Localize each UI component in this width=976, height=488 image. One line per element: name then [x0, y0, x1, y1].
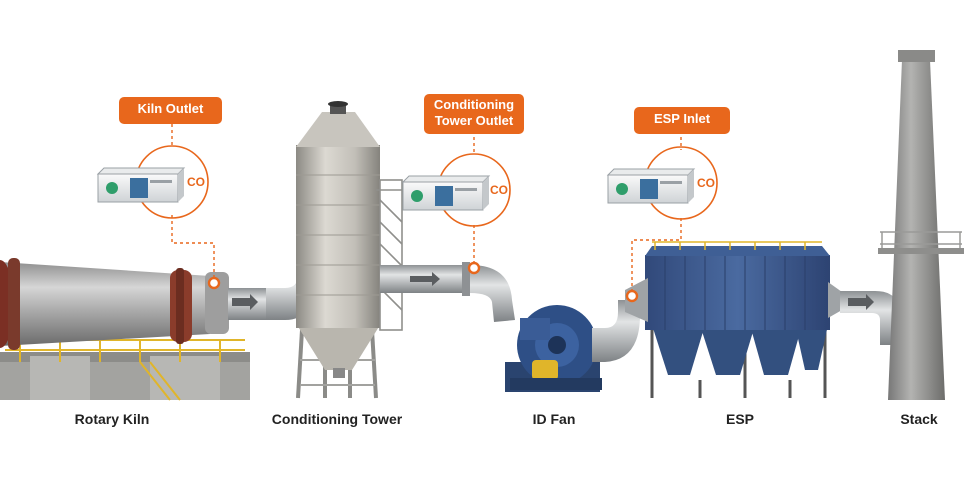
kiln-outlet-gas: CO	[187, 175, 205, 189]
kiln-outlet-tag: Kiln Outlet	[119, 97, 222, 124]
id-fan	[505, 300, 640, 392]
esp	[625, 242, 842, 398]
stack	[878, 50, 964, 400]
kiln-outlet-label: Kiln Outlet	[138, 101, 204, 116]
analyzer-kiln-outlet	[98, 168, 184, 202]
analyzer-logo-icon	[106, 182, 118, 194]
tower-outlet-gas: CO	[490, 183, 508, 197]
tower-outlet-tag: Conditioning Tower Outlet	[424, 94, 524, 134]
esp-label: ESP	[710, 411, 770, 427]
rotary-kiln	[0, 258, 316, 400]
duct-tower-to-fan	[380, 262, 515, 322]
analyzer-esp-inlet	[608, 169, 694, 203]
id-fan-label: ID Fan	[522, 411, 586, 427]
esp-inlet-tag: ESP Inlet	[634, 107, 730, 134]
tower-outlet-label-line1: Conditioning	[428, 97, 520, 113]
rotary-kiln-label: Rotary Kiln	[62, 411, 162, 427]
conditioning-tower	[296, 101, 404, 398]
conditioning-tower-label: Conditioning Tower	[262, 411, 412, 427]
esp-inlet-gas: CO	[697, 176, 715, 190]
kiln-outlet-sample-point	[209, 278, 219, 288]
analyzer-logo-icon	[411, 190, 423, 202]
esp-inlet-label: ESP Inlet	[654, 111, 710, 126]
analyzer-logo-icon	[616, 183, 628, 195]
stack-label: Stack	[888, 411, 950, 427]
tower-outlet-sample-point	[469, 263, 479, 273]
tower-outlet-label-line2: Tower Outlet	[428, 113, 520, 129]
esp-inlet-sample-point	[627, 291, 637, 301]
analyzer-tower-outlet	[403, 176, 489, 210]
